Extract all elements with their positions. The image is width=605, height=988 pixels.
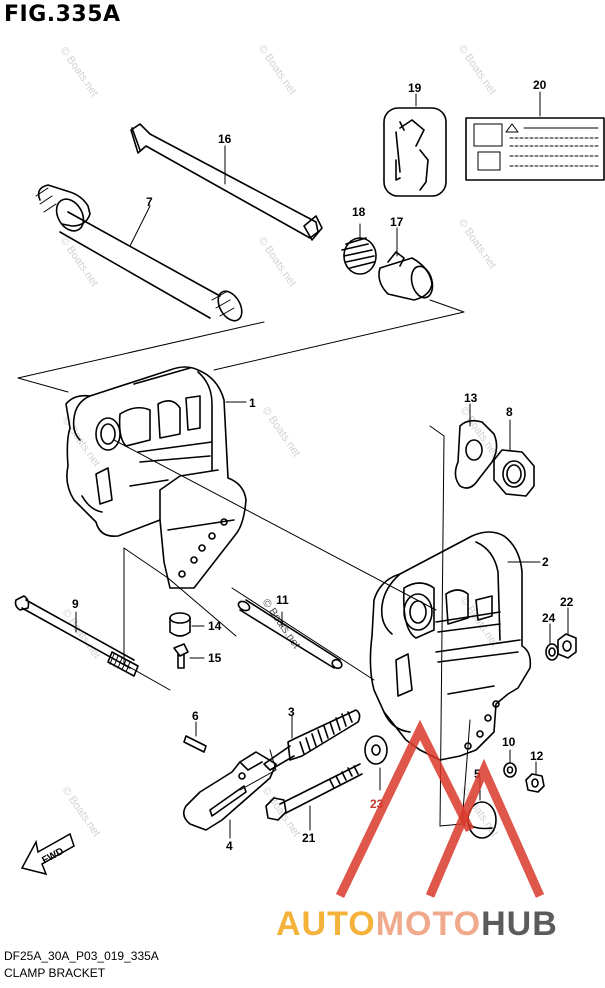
part-9-bolt bbox=[14, 595, 139, 677]
callout-12: 12 bbox=[530, 749, 544, 763]
callout-18: 18 bbox=[352, 205, 366, 219]
callout-9: 9 bbox=[72, 597, 79, 611]
watermark: © Boats.net bbox=[60, 785, 103, 839]
callout-24: 24 bbox=[542, 611, 556, 625]
callout-11: 11 bbox=[276, 593, 289, 607]
watermark: © Boats.net bbox=[58, 45, 101, 99]
part-10-washer bbox=[503, 762, 517, 778]
brand-part-3: HUB bbox=[481, 905, 558, 943]
watermark: © Boats.net bbox=[256, 43, 299, 97]
watermark: © Boats.net bbox=[60, 607, 103, 661]
callout-20: 20 bbox=[533, 78, 547, 92]
watermark: © Boats.net bbox=[456, 217, 499, 271]
part-15-bolt bbox=[173, 643, 189, 669]
watermarks: © Boats.net © Boats.net © Boats.net © Bo… bbox=[58, 43, 501, 839]
figure-name: CLAMP BRACKET bbox=[4, 966, 106, 980]
figure-code: DF25A_30A_P03_019_335A bbox=[4, 949, 159, 963]
watermark: © Boats.net bbox=[60, 415, 103, 469]
watermark: © Boats.net bbox=[260, 785, 303, 839]
brand-logo-icon bbox=[335, 719, 545, 898]
part-4-lever bbox=[182, 751, 277, 831]
part-3-adjuster bbox=[263, 709, 361, 771]
brand-wordmark: AUTOMOTOHUB bbox=[276, 905, 558, 944]
callout-13: 13 bbox=[464, 391, 478, 405]
callout-6: 6 bbox=[192, 709, 199, 723]
callout-3: 3 bbox=[288, 705, 295, 719]
callout-14: 14 bbox=[208, 619, 222, 633]
brand-part-2: MOTO bbox=[375, 905, 482, 943]
callout-19: 19 bbox=[408, 81, 422, 95]
part-16-rod bbox=[130, 123, 323, 241]
part-22-nut bbox=[557, 633, 577, 659]
callout-17: 17 bbox=[390, 215, 404, 229]
callout-8: 8 bbox=[506, 405, 513, 419]
part-1-clamp-bracket bbox=[65, 366, 247, 589]
fwd-arrow-icon: FWD bbox=[20, 832, 75, 876]
part-24-washer bbox=[545, 643, 559, 661]
part-2-clamp-bracket bbox=[369, 531, 532, 761]
callout-15: 15 bbox=[208, 651, 222, 665]
part-6-pin bbox=[183, 735, 207, 753]
callouts: 1 2 3 4 5 6 7 8 9 10 11 12 13 14 15 16 1… bbox=[72, 78, 574, 853]
callout-16: 16 bbox=[218, 132, 232, 146]
part-7-tilt-tube bbox=[35, 184, 243, 322]
brand-part-1: AUTO bbox=[276, 905, 376, 943]
part-17-lock-pin bbox=[378, 251, 434, 301]
part-20-decal bbox=[465, 117, 605, 181]
part-12-nut bbox=[525, 773, 545, 793]
watermark: © Boats.net bbox=[458, 405, 501, 459]
part-23-washer bbox=[364, 735, 388, 765]
part-13-plate bbox=[454, 419, 498, 489]
figure-title: FIG.335A bbox=[4, 2, 121, 27]
callout-10: 10 bbox=[502, 735, 516, 749]
part-18-spring bbox=[341, 237, 377, 275]
callout-2: 2 bbox=[542, 555, 549, 569]
part-8-nut bbox=[493, 449, 535, 497]
callout-21: 21 bbox=[302, 831, 316, 845]
part-21-bolt bbox=[265, 763, 363, 821]
part-19-label bbox=[383, 107, 447, 197]
callout-4: 4 bbox=[226, 839, 233, 853]
watermark: © Boats.net bbox=[456, 43, 499, 97]
callout-22: 22 bbox=[560, 595, 574, 609]
watermark: © Boats.net bbox=[260, 405, 303, 459]
part-14-bushing bbox=[169, 612, 191, 637]
callout-7: 7 bbox=[146, 195, 153, 209]
watermark: © Boats.net bbox=[458, 595, 501, 649]
watermark: © Boats.net bbox=[256, 235, 299, 289]
part-11-pin bbox=[237, 599, 343, 670]
callout-1: 1 bbox=[249, 396, 256, 410]
